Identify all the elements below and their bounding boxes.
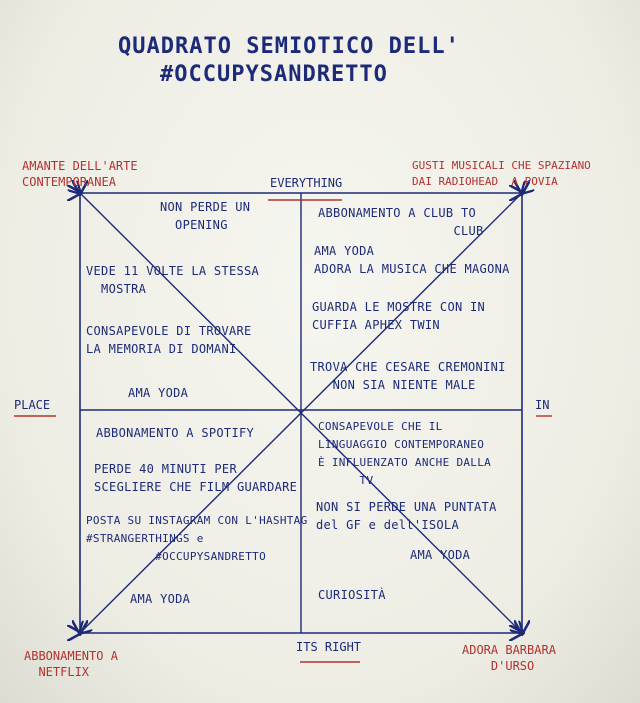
bl-item-2: PERDE 40 MINUTI PER SCEGLIERE CHE FILM G… [94,462,298,494]
bl-item-3: POSTA SU INSTAGRAM CON L'HASHTAG #STRANG… [86,514,308,563]
corner-label-bottom-left: ABBONAMENTO A NETFLIX [24,649,118,679]
axis-label-right: IN [535,398,550,412]
tl-item-2: VEDE 11 VOLTE LA STESSA MOSTRA [86,264,260,296]
br-item-4: CURIOSITÀ [318,588,386,602]
corner-label-top-left: AMANTE DELL'ARTE CONTEMPORANEA [22,159,138,189]
axis-label-top: EVERYTHING [270,176,343,190]
axis-label-bottom: ITS RIGHT [296,640,362,654]
tr-item-3: GUARDA LE MOSTRE CON IN CUFFIA APHEX TWI… [312,300,486,332]
bl-item-4: AMA YODA [130,592,191,606]
tr-item-4: TROVA CHE CESARE CREMONINI NON SIA NIENT… [310,360,506,392]
tr-item-1: ABBONAMENTO A CLUB TO CLUB [318,206,484,238]
axis-label-left: PLACE [14,398,51,412]
tr-item-2: AMA YODA ADORA LA MUSICA CHE MAGONA [314,244,510,276]
title-line-2: #OCCUPYSANDRETTO [160,62,388,87]
tl-item-4: AMA YODA [128,386,189,400]
corner-label-top-right: GUSTI MUSICALI CHE SPAZIANO DAI RADIOHEA… [412,159,591,188]
br-item-1: CONSAPEVOLE CHE IL LINGUAGGIO CONTEMPORA… [318,420,492,487]
bl-item-1: ABBONAMENTO A SPOTIFY [96,426,255,440]
tl-item-1: NON PERDE UN OPENING [160,200,251,232]
title-line-1: QUADRATO SEMIOTICO DELL' [118,34,460,59]
corner-label-bottom-right: ADORA BARBARA D'URSO [462,643,556,673]
tl-item-3: CONSAPEVOLE DI TROVARE LA MEMORIA DI DOM… [86,324,252,356]
br-item-2: NON SI PERDE UNA PUNTATA del GF e dell'I… [316,500,497,532]
br-item-3: AMA YODA [410,548,471,562]
